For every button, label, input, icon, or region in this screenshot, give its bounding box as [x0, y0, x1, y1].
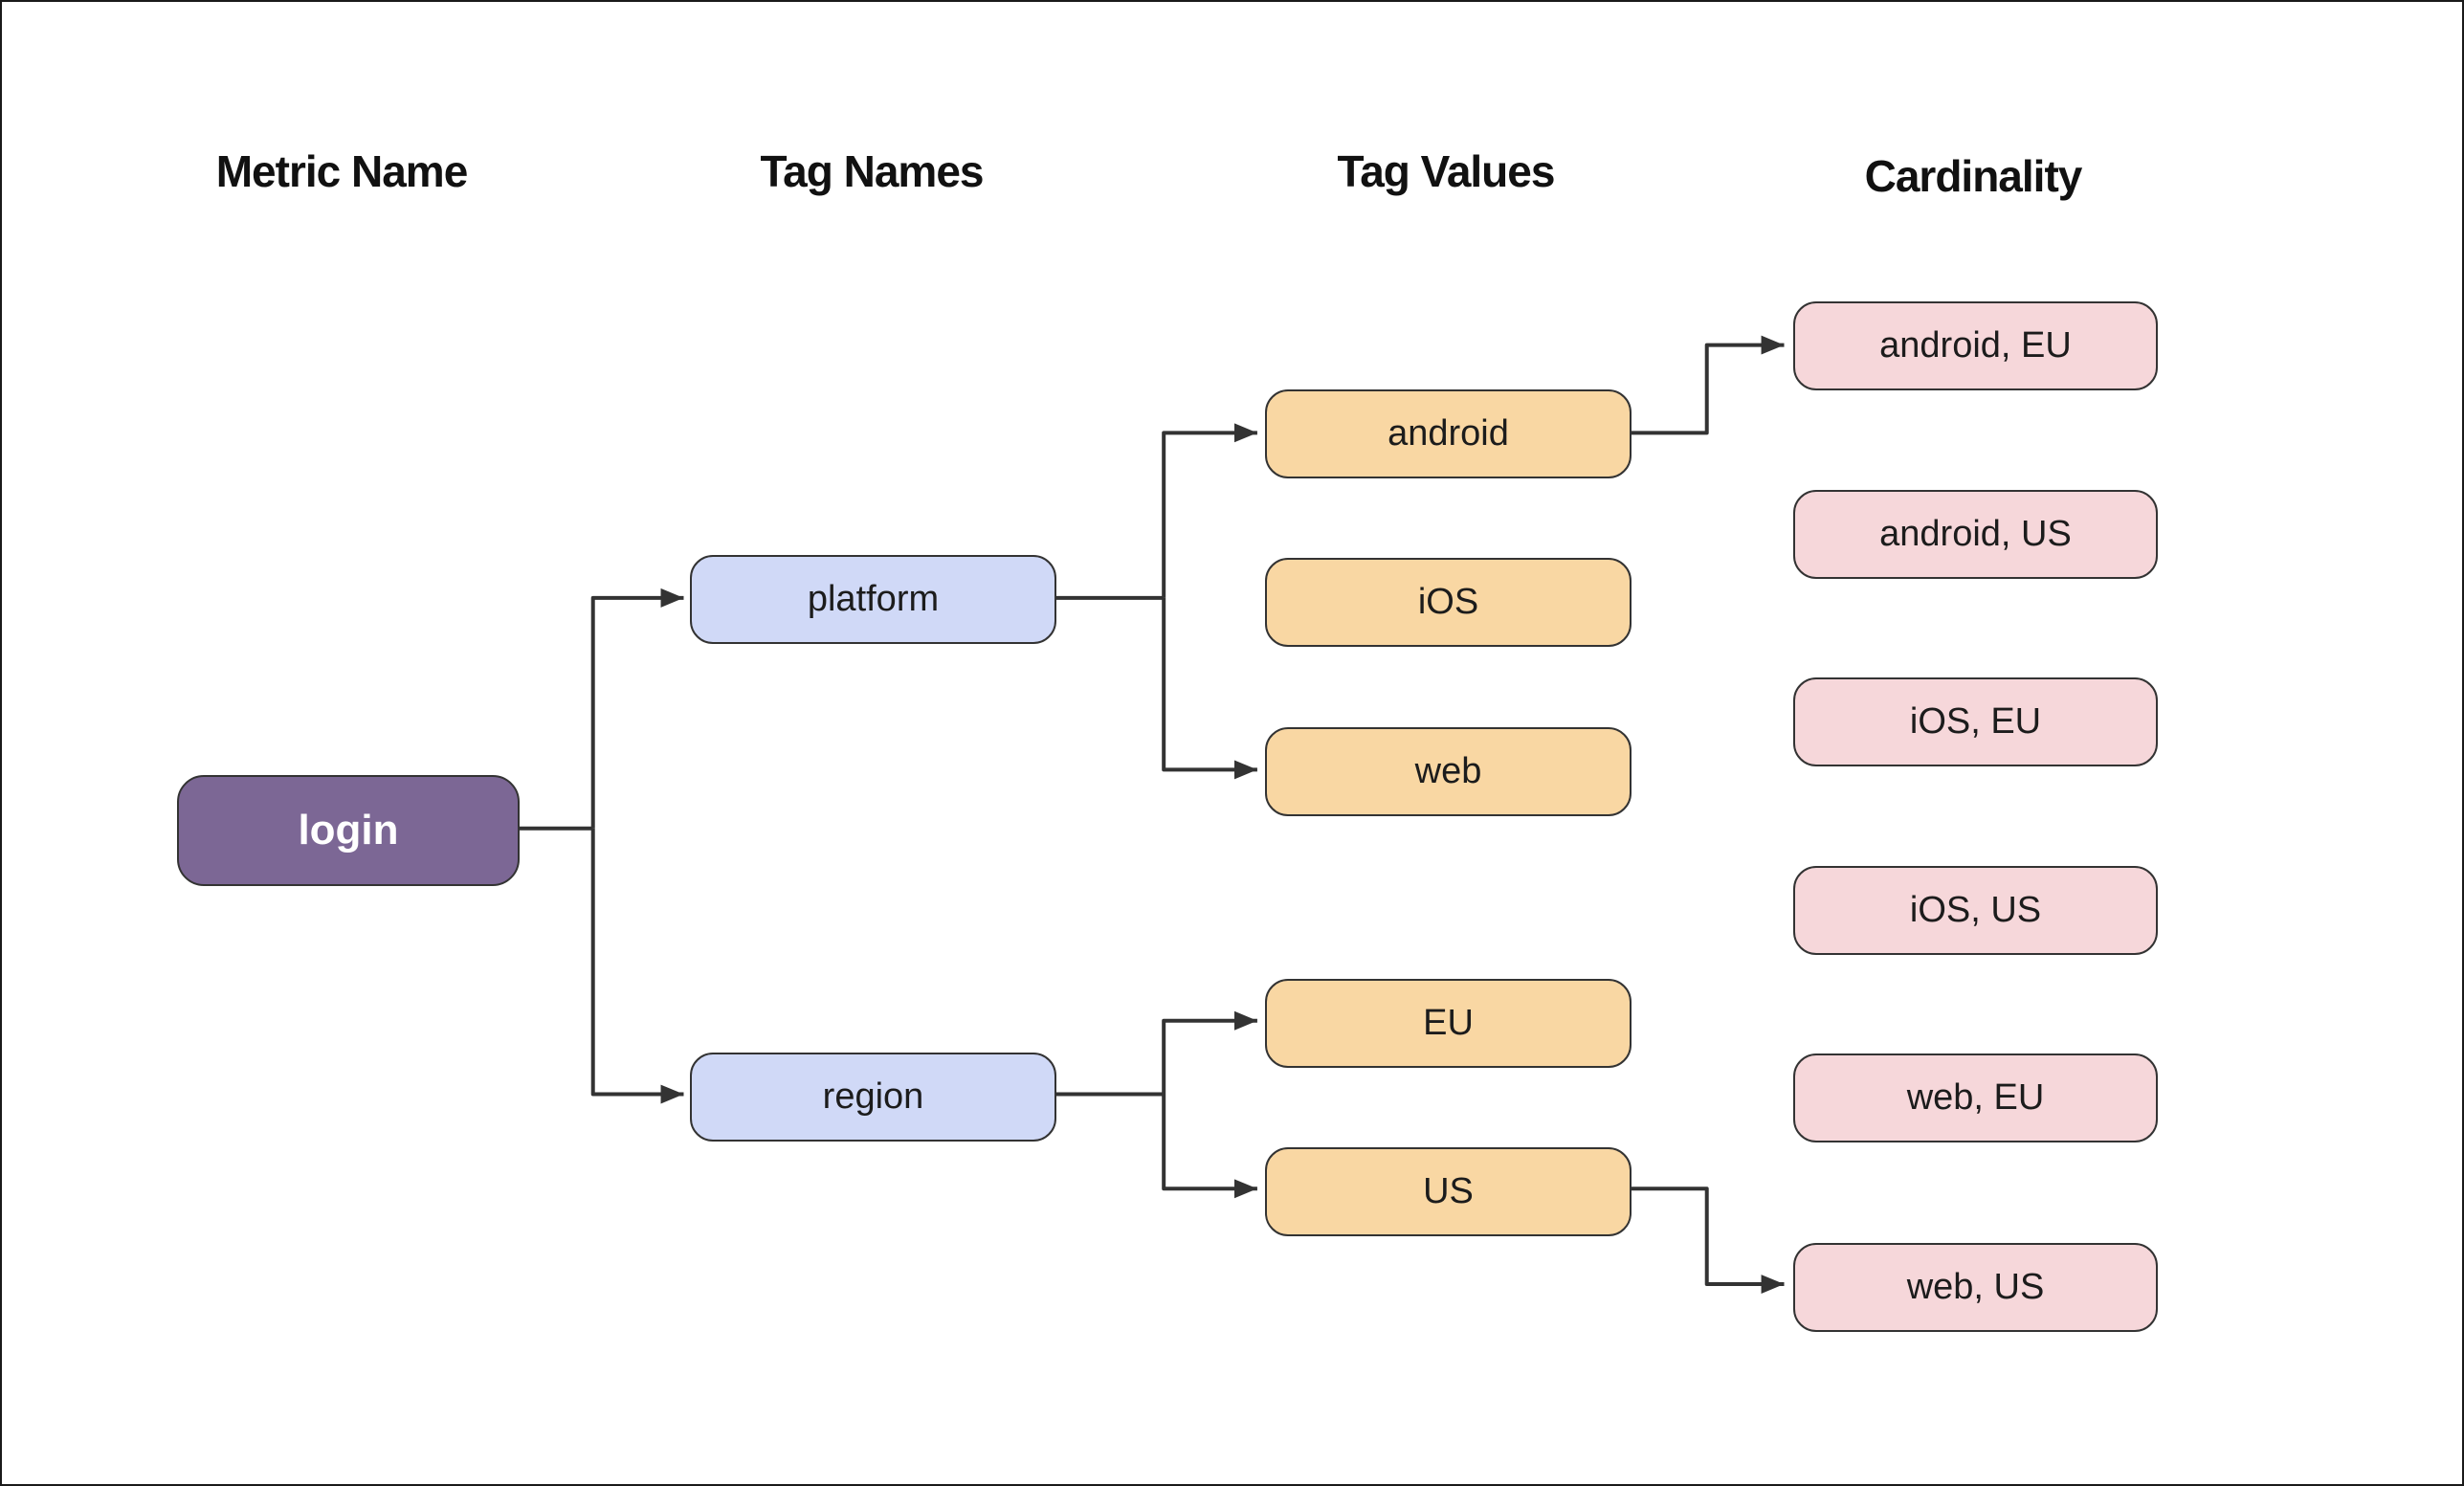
node-us: US — [1265, 1147, 1632, 1236]
edge-login-region — [590, 828, 684, 1104]
edge-region-eu — [1162, 1010, 1257, 1095]
edge-us-web-us — [1628, 1187, 1785, 1295]
edge-platform-web — [1162, 597, 1257, 780]
node-eu: EU — [1265, 979, 1632, 1068]
edge-android-android-eu — [1628, 335, 1785, 435]
node-region: region — [690, 1053, 1056, 1142]
node-android: android — [1265, 389, 1632, 478]
node-web-us: web, US — [1793, 1243, 2158, 1332]
node-platform: platform — [690, 555, 1056, 644]
edge-region-us — [1162, 1094, 1257, 1199]
node-login: login — [177, 775, 520, 886]
node-web-eu: web, EU — [1793, 1054, 2158, 1142]
column-header-cardinality: Cardinality — [1864, 151, 2083, 201]
node-android-us: android, US — [1793, 490, 2158, 579]
node-android-eu: android, EU — [1793, 301, 2158, 390]
column-header-metric-name: Metric Name — [215, 146, 469, 196]
node-ios-eu: iOS, EU — [1793, 677, 2158, 766]
column-header-tag-values: Tag Values — [1337, 146, 1556, 196]
edge-login-platform — [590, 588, 684, 829]
edge-platform-android — [1162, 423, 1257, 598]
node-web: web — [1265, 727, 1632, 816]
node-ios: iOS — [1265, 558, 1632, 647]
column-header-tag-names: Tag Names — [760, 146, 984, 196]
node-ios-us: iOS, US — [1793, 866, 2158, 955]
